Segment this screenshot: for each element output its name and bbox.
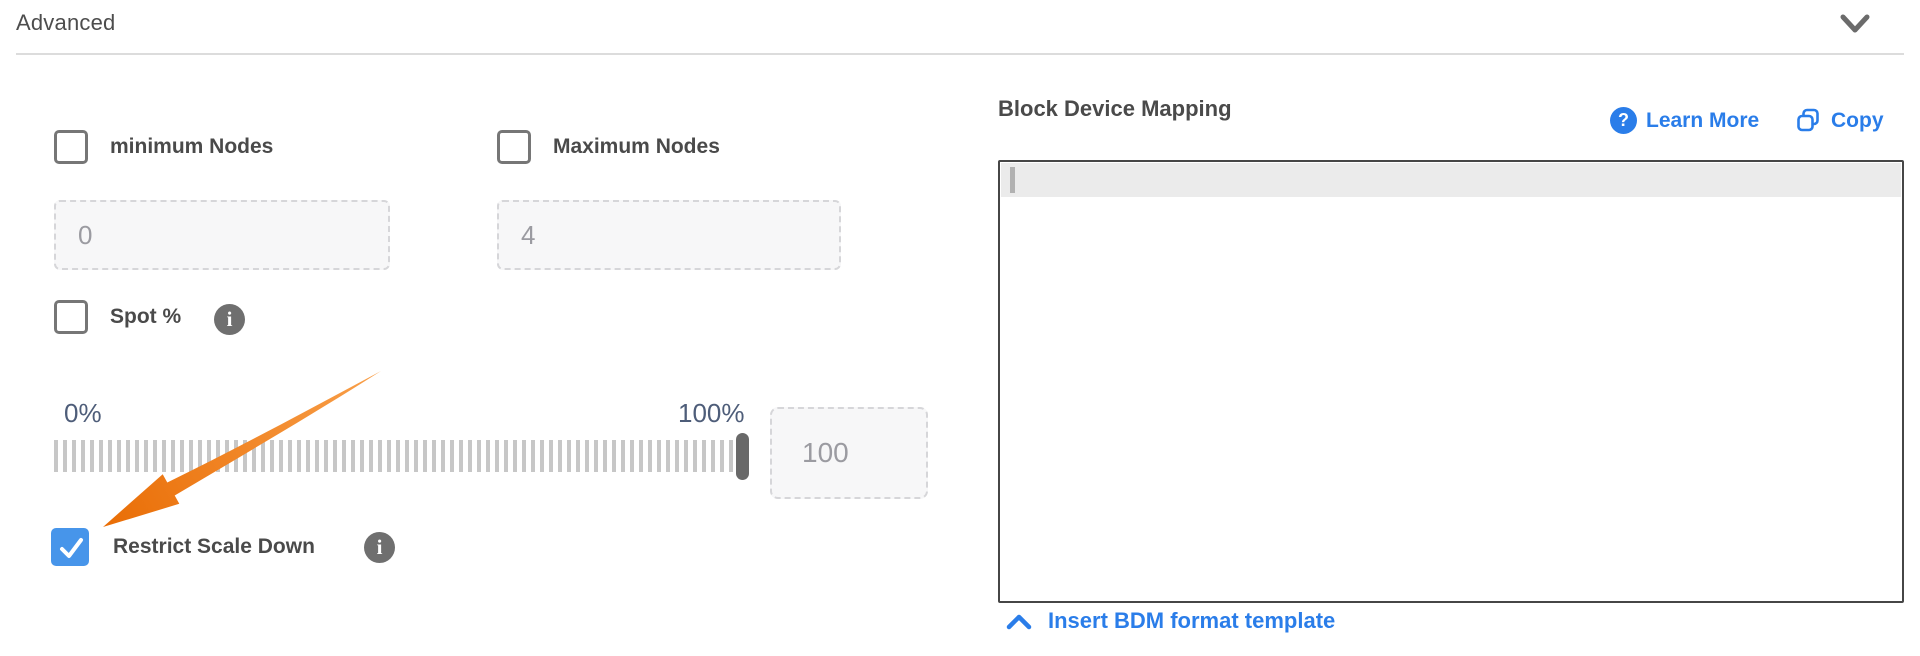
- spot-percent-label: Spot %: [110, 305, 182, 328]
- slider-max-label: 100%: [678, 398, 745, 428]
- maximum-nodes-checkbox[interactable]: [497, 130, 531, 164]
- learn-more-label: Learn More: [1646, 108, 1760, 132]
- bdm-title: Block Device Mapping: [998, 96, 1232, 121]
- maximum-nodes-label: Maximum Nodes: [553, 135, 720, 158]
- copy-button[interactable]: Copy: [1795, 107, 1884, 134]
- learn-more-link[interactable]: ? Learn More: [1610, 107, 1759, 134]
- copy-label: Copy: [1831, 108, 1884, 132]
- spot-percent-checkbox[interactable]: [54, 300, 88, 334]
- minimum-nodes-input[interactable]: [54, 200, 390, 270]
- chevron-down-icon[interactable]: [1840, 13, 1870, 35]
- question-circle-icon: ?: [1610, 107, 1637, 134]
- spot-percent-slider-handle[interactable]: [736, 433, 749, 480]
- checkmark-icon: [60, 538, 83, 558]
- copy-icon: [1797, 108, 1819, 132]
- insert-bdm-template-link[interactable]: Insert BDM format template: [1006, 608, 1335, 634]
- restrict-scale-down-checkbox[interactable]: [51, 528, 89, 566]
- restrict-scale-down-label: Restrict Scale Down: [113, 535, 315, 558]
- bdm-editor[interactable]: [998, 160, 1904, 603]
- spot-percent-slider-track[interactable]: [54, 440, 748, 472]
- editor-active-line: [1001, 163, 1901, 197]
- editor-caret: [1010, 167, 1015, 193]
- spot-percent-value-input[interactable]: [770, 407, 928, 499]
- section-divider: [16, 53, 1904, 55]
- slider-min-label: 0%: [64, 398, 102, 428]
- minimum-nodes-checkbox[interactable]: [54, 130, 88, 164]
- minimum-nodes-label: minimum Nodes: [110, 135, 274, 158]
- maximum-nodes-input[interactable]: [497, 200, 841, 270]
- info-icon[interactable]: i: [364, 532, 395, 563]
- info-icon[interactable]: i: [214, 304, 245, 335]
- insert-bdm-template-label: Insert BDM format template: [1048, 608, 1336, 633]
- chevron-up-icon: [1006, 614, 1032, 629]
- section-title-advanced: Advanced: [16, 10, 116, 35]
